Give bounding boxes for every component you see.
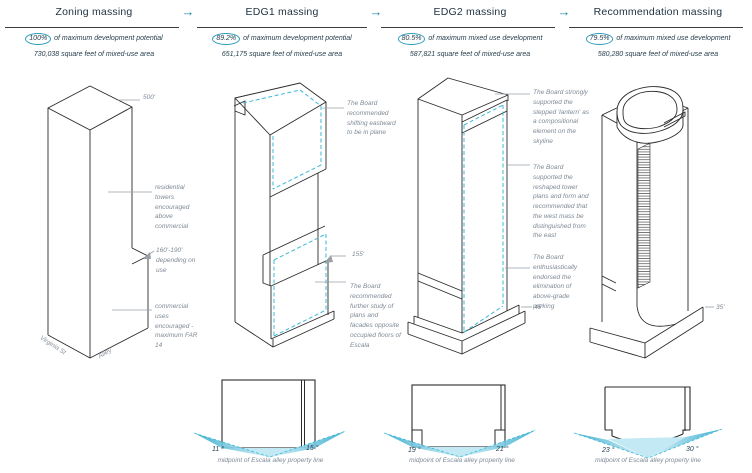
recommendation-plan-diagram: [573, 386, 723, 459]
development-potential-line: 79.5% of maximum mixed use development: [564, 33, 752, 45]
area-line: 730,038 square feet of mixed-use area: [33, 51, 155, 58]
annotation-residential: residential towers encouraged above comm…: [155, 184, 190, 230]
edg2-plan-diagram: [383, 384, 537, 458]
header-rule: [197, 27, 367, 28]
zoning-massing-drawing: [47, 85, 155, 359]
column-title: EDG1 massing: [245, 6, 319, 18]
header-rule: [569, 27, 743, 28]
height-label-45: 45': [534, 304, 543, 311]
recommendation-massing-drawing: [589, 86, 714, 359]
plan-caption: midpoint of Escala alley property line: [409, 457, 515, 464]
arrow-right-icon: →: [369, 4, 383, 19]
edg2-massing-drawing: [407, 77, 532, 355]
development-potential-line: 80.5% of maximum mixed use development: [376, 33, 564, 45]
percent-note: of maximum development potential: [243, 35, 352, 42]
column-title: Recommendation massing: [593, 6, 723, 18]
column-edg2: EDG2 massing 80.5% of maximum mixed use …: [376, 0, 589, 473]
percent-note: of maximum mixed use development: [616, 35, 731, 42]
plan-caption: midpoint of Escala alley property line: [595, 457, 701, 464]
area-line: 651,175 square feet of mixed-use area: [221, 51, 343, 58]
view-angle-left: 11 °: [212, 446, 225, 453]
plan-caption: midpoint of Escala alley property line: [217, 457, 324, 464]
header-rule: [5, 27, 179, 28]
percent-circled: 89.2%: [212, 33, 241, 45]
annotation-board-lantern: The Board strongly supported the stepped…: [533, 89, 589, 145]
column-title: EDG2 massing: [433, 6, 507, 18]
view-angle-right: 21 °: [496, 446, 509, 453]
view-angle-right: 15 °: [306, 445, 319, 452]
area-line: 580,280 square feet of mixed-use area: [597, 51, 719, 58]
development-potential-line: 89.2% of maximum development potential: [188, 33, 376, 45]
percent-note: of maximum mixed use development: [428, 35, 543, 42]
header-rule: [381, 27, 555, 28]
arrow-right-icon: →: [181, 4, 195, 19]
column-zoning: Zoning massing 100% of maximum developme…: [0, 0, 198, 473]
column-title: Zoning massing: [55, 6, 133, 18]
height-label-155: 155': [352, 251, 365, 258]
percent-circled: 79.5%: [585, 33, 614, 45]
annotation-board-parking: The Board enthusiastically endorsed the …: [533, 254, 578, 310]
annotation-board-study: The Board recommended further study of p…: [350, 283, 401, 349]
annotation-height-range: 160'-190' depending on use: [156, 247, 196, 274]
view-angle-left: 23 °: [602, 447, 615, 454]
development-potential-line: 100% of maximum development potential: [0, 33, 188, 45]
edg1-massing-drawing: [233, 82, 346, 348]
arrow-right-icon: →: [557, 4, 571, 19]
view-angle-left: 19 °: [408, 447, 421, 454]
annotation-commercial: commercial uses encouraged - maximum FAR…: [155, 303, 198, 349]
annotation-board-shift: The Board recommended shifting eastward …: [347, 100, 396, 137]
edg1-plan-diagram: [193, 379, 347, 458]
height-label-35: 35': [716, 304, 725, 311]
area-line: 587,821 square feet of mixed-use area: [409, 51, 531, 58]
percent-note: of maximum development potential: [54, 35, 163, 42]
annotation-board-reshaped: The Board supported the reshaped tower p…: [533, 164, 589, 240]
percent-circled: 80.5%: [397, 33, 426, 45]
column-edg1: EDG1 massing 89.2% of maximum developmen…: [188, 0, 401, 473]
height-label-500: 500': [143, 94, 156, 101]
view-angle-right: 30 °: [686, 446, 699, 453]
column-recommendation: Recommendation massing 79.5% of maximum …: [564, 0, 752, 473]
percent-circled: 100%: [25, 33, 52, 45]
